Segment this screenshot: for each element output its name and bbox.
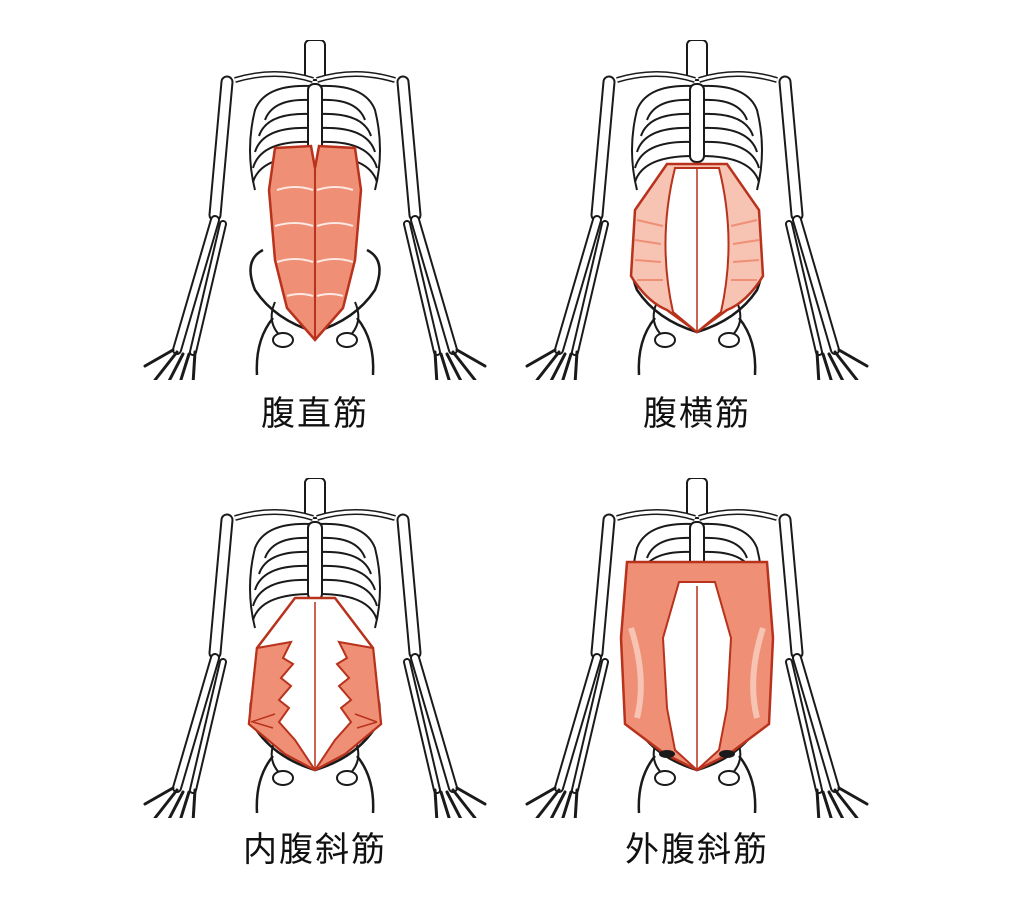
muscle-transversus-abdominis <box>629 162 765 334</box>
skeleton-illustration <box>497 40 897 380</box>
panel-internal-oblique: 内腹斜筋 <box>115 478 515 898</box>
skeleton-illustration <box>115 478 515 818</box>
panel-rectus-abdominis: 腹直筋 <box>115 40 515 460</box>
label-external-oblique: 外腹斜筋 <box>625 830 769 870</box>
panel-external-oblique: 外腹斜筋 <box>497 478 897 898</box>
label-rectus-abdominis: 腹直筋 <box>261 394 369 434</box>
label-internal-oblique: 内腹斜筋 <box>243 830 387 870</box>
muscle-rectus-abdominis <box>267 144 363 342</box>
skeleton-illustration <box>497 478 897 818</box>
muscle-internal-oblique <box>247 596 383 772</box>
muscle-external-oblique <box>619 560 775 772</box>
label-transversus-abdominis: 腹横筋 <box>643 394 751 434</box>
skeleton-illustration <box>115 40 515 380</box>
panel-transversus-abdominis: 腹横筋 <box>497 40 897 460</box>
